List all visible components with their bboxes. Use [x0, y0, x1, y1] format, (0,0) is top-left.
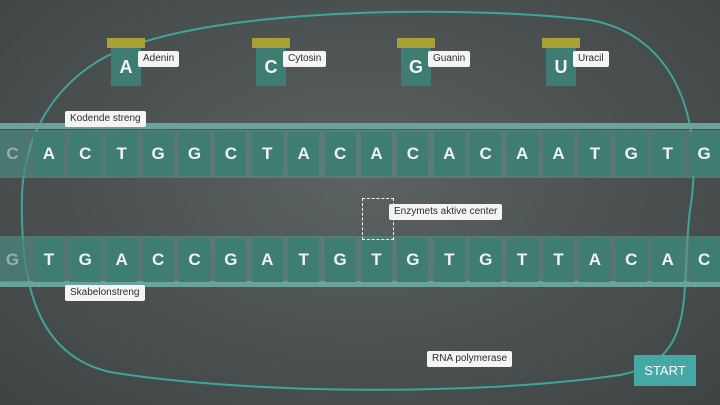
base-tile: G [324, 238, 356, 282]
base-tile: C [324, 132, 356, 176]
base-tile: T [579, 132, 611, 176]
coding-strand-backbone [0, 123, 720, 129]
base-tile: T [652, 132, 684, 176]
base-tile: T [543, 238, 574, 282]
base-tile: A [106, 238, 138, 282]
base-tile: C [615, 238, 647, 282]
active-center-label: Enzymets aktive center [389, 204, 503, 220]
nucleotide-adenin[interactable]: A [107, 38, 147, 90]
base-tile: G [69, 238, 101, 282]
nucleotide-label-uracil: Uracil [573, 51, 609, 67]
base-tile: T [288, 238, 320, 282]
tray-cap [542, 38, 580, 48]
base-tile: C [69, 132, 101, 176]
base-tile: A [361, 132, 392, 176]
base-tile: T [361, 238, 392, 282]
base-tile: C [470, 132, 502, 176]
nucleotide-label-adenin: Adenin [138, 51, 180, 67]
base-tile: A [652, 238, 684, 282]
base-tile: A [506, 132, 538, 176]
base-tile: A [543, 132, 574, 176]
nucleotide-letter[interactable]: A [111, 48, 141, 86]
base-tile: T [251, 132, 283, 176]
base-tile: A [288, 132, 320, 176]
base-tile: C [0, 132, 28, 176]
nucleotide-label-guanin: Guanin [428, 51, 471, 67]
base-tile: A [433, 132, 465, 176]
nucleotide-cytosin[interactable]: C [252, 38, 292, 90]
coding-strand-label: Kodende streng [65, 111, 146, 127]
base-tile: G [142, 132, 174, 176]
base-tile: A [579, 238, 611, 282]
base-tile: C [397, 132, 429, 176]
base-tile: A [33, 132, 65, 176]
base-tile: G [688, 132, 720, 176]
template-strand-backbone [0, 281, 720, 287]
tray-cap [252, 38, 290, 48]
nucleotide-letter[interactable]: U [546, 48, 576, 86]
nucleotide-letter[interactable]: C [256, 48, 286, 86]
template-strand-label: Skabelonstreng [65, 285, 145, 301]
nucleotide-label-cytosin: Cytosin [283, 51, 327, 67]
base-tile: A [251, 238, 283, 282]
base-tile: T [506, 238, 538, 282]
base-tile: G [615, 132, 647, 176]
base-tile: C [688, 238, 720, 282]
tray-cap [107, 38, 145, 48]
nucleotide-letter[interactable]: G [401, 48, 431, 86]
base-tile: G [470, 238, 502, 282]
enzyme-label: RNA polymerase [427, 351, 513, 367]
base-tile: C [179, 238, 210, 282]
nucleotide-uracil[interactable]: U [542, 38, 582, 90]
base-tile: T [33, 238, 65, 282]
start-button[interactable]: START [634, 355, 696, 386]
base-tile: C [142, 238, 174, 282]
base-tile: T [433, 238, 465, 282]
base-tile: G [397, 238, 429, 282]
tray-cap [397, 38, 435, 48]
base-tile: G [215, 238, 247, 282]
base-tile: C [215, 132, 247, 176]
nucleotide-guanin[interactable]: G [397, 38, 437, 90]
base-tile: T [106, 132, 138, 176]
base-tile: G [0, 238, 28, 282]
base-tile: G [179, 132, 210, 176]
